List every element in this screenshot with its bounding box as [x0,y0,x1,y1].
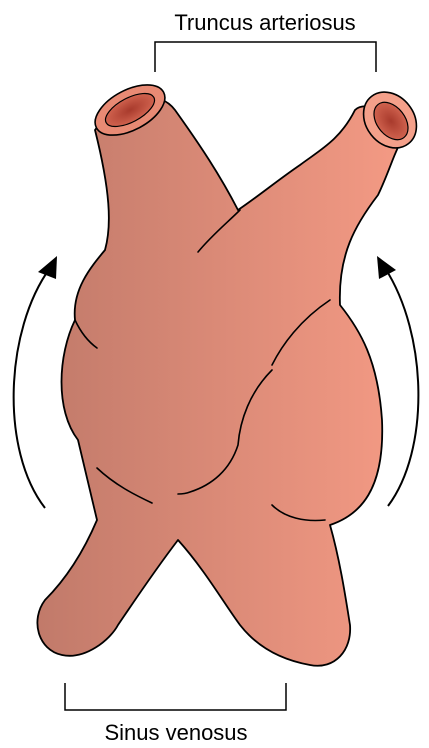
sinus-venosus-label: Sinus venosus [104,720,247,745]
truncus-arteriosus-label: Truncus arteriosus [174,10,355,35]
right-arrow-head [377,256,396,279]
heart-tube-body [37,97,402,666]
sinus-venosus-bracket [65,683,286,710]
left-flow-arrow [14,268,50,508]
left-arrow-head [38,256,57,279]
right-flow-arrow [385,268,418,506]
truncus-arteriosus-bracket [155,42,376,72]
